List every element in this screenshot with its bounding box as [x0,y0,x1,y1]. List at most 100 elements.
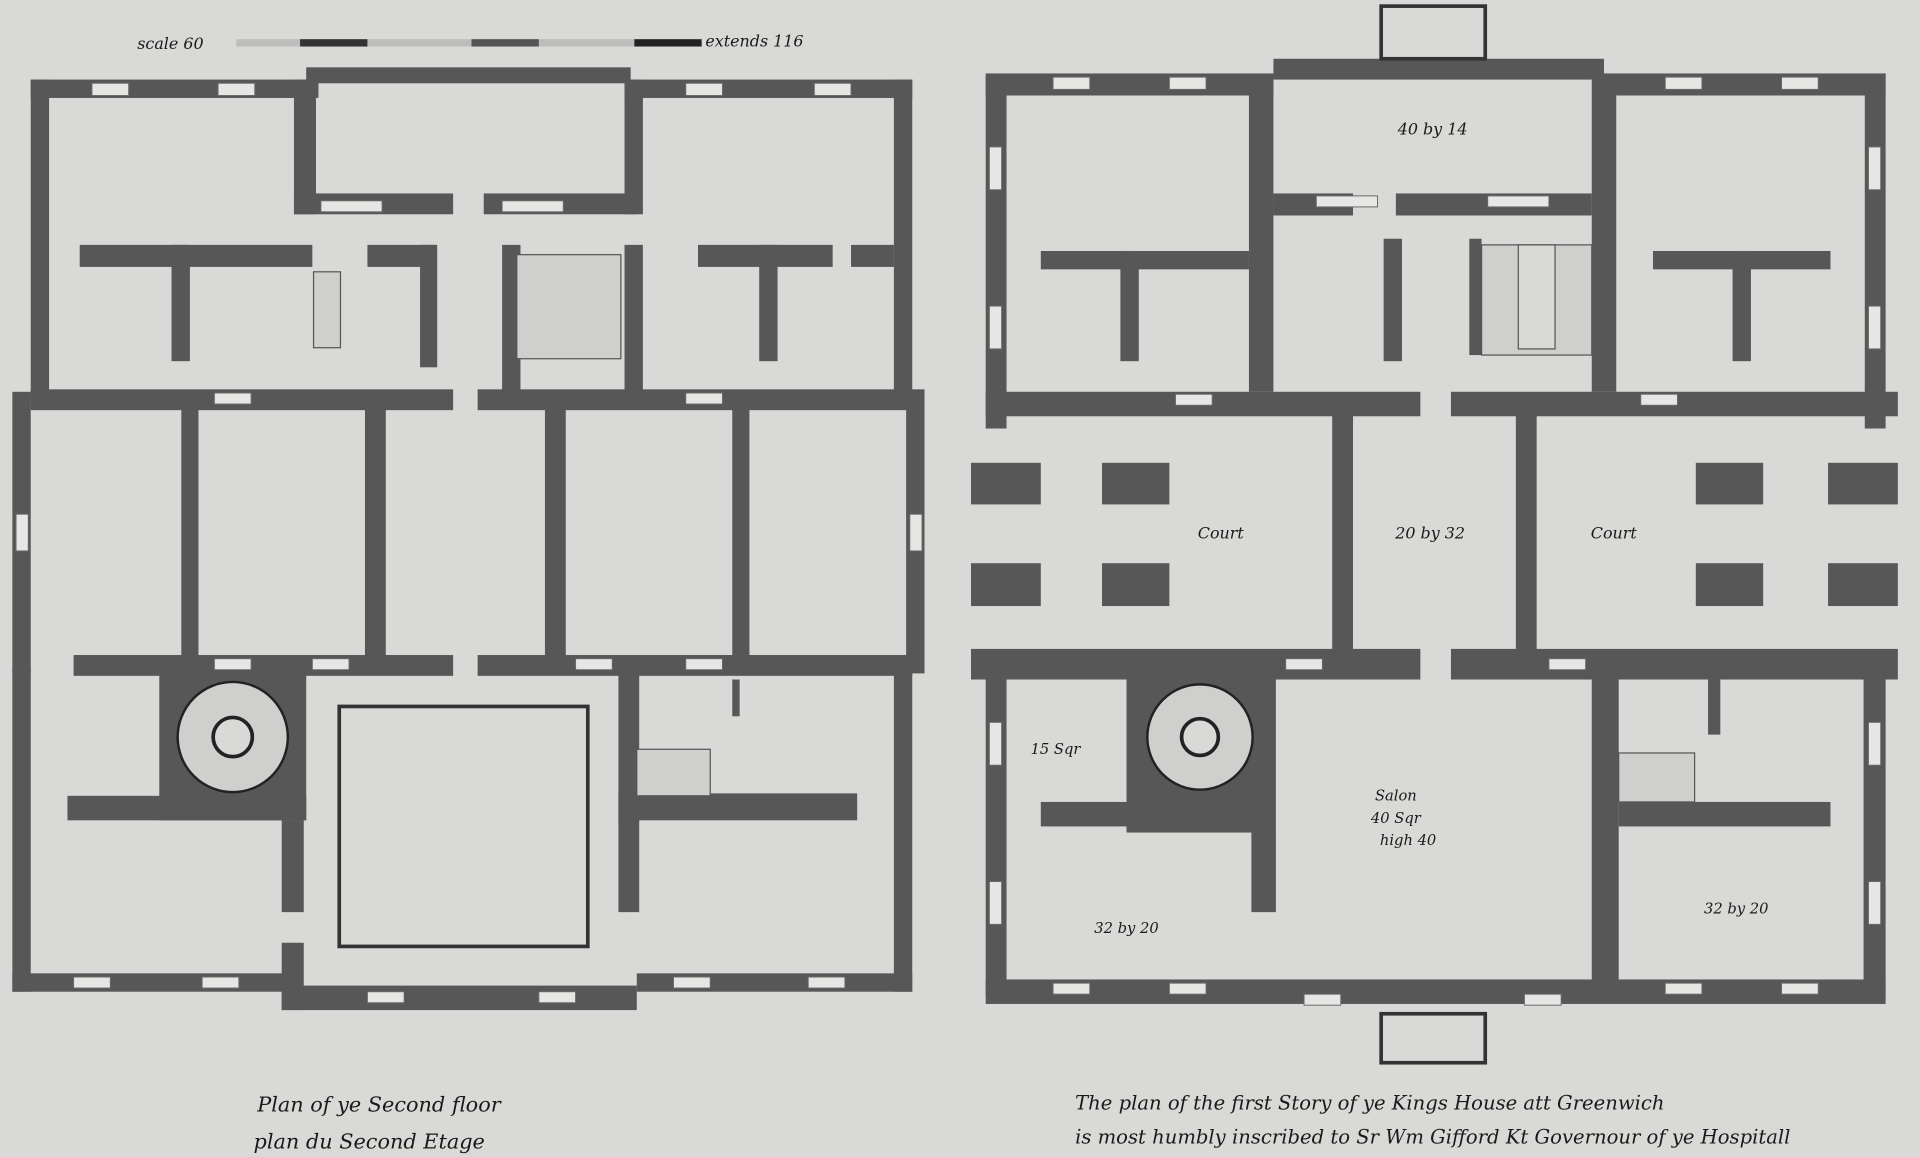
right-plan-walls [971,58,1898,1006]
wall [851,244,894,267]
window [1867,146,1882,191]
window [501,200,564,213]
window [988,721,1003,766]
wall [1120,250,1139,362]
wall [893,79,913,405]
window [909,513,923,552]
wall [171,244,190,362]
window [15,513,29,552]
window [1664,982,1703,995]
scale-bar-track [236,39,635,47]
window [575,658,613,671]
window [91,82,130,96]
room-label: Court [1591,524,1638,543]
window [1052,76,1091,90]
room-label: high 40 [1380,832,1436,849]
window [1867,721,1882,766]
room-label: 20 by 32 [1394,524,1465,543]
wall [364,404,386,668]
inner-courtyard [337,704,590,949]
wall [1591,679,1619,980]
window [311,658,350,671]
wall [306,67,631,84]
window [213,658,252,671]
right-caption-line2: is most humbly inscribed to Sr Wm Giffor… [1075,1126,1790,1149]
scale-bar-segment [300,39,368,47]
wall [732,404,750,668]
window [1548,658,1587,671]
wall [1591,73,1617,392]
top-portico [1379,4,1488,61]
wall [420,244,438,368]
window [685,392,723,405]
window [1168,982,1207,995]
wall [281,942,304,1011]
scale-bar: scale 60 extends 116 [137,32,803,53]
wall [624,79,643,215]
window [673,976,711,989]
window [1052,982,1091,995]
captions: Plan of ye Second floor plan du Second E… [254,1091,1791,1153]
window [685,658,723,671]
wall [1469,238,1482,356]
wall [1828,563,1898,607]
wall [624,79,913,98]
window [538,991,577,1004]
window [1487,195,1550,208]
wall [502,244,521,392]
wall [985,73,1274,96]
room-label: Salon [1375,788,1417,805]
room-label: Court [1198,524,1245,543]
left-caption-line2: plan du Second Etage [254,1129,485,1153]
room-label: 15 Sqr [1031,741,1082,758]
wall [1273,58,1605,80]
wall [1102,563,1170,607]
wall [1695,462,1764,505]
wall [1708,679,1721,735]
left-caption-line1: Plan of ye Second floor [256,1093,501,1117]
window [201,976,240,989]
window [685,82,723,96]
left-plan-details [176,254,711,949]
wall [618,673,640,913]
wall [12,667,31,992]
bottom-portico [1379,1011,1488,1065]
window [1867,881,1882,925]
window [366,991,405,1004]
window [1168,76,1207,90]
window [217,82,256,96]
wall [985,979,1886,1004]
wall [624,244,643,392]
wall [985,667,1007,998]
right-plan-details: 40 by 14 Court 20 by 32 Court 15 Sqr Sal… [1031,4,1768,1065]
window [988,305,1003,350]
window [1315,195,1378,208]
wall [181,404,199,668]
wall [30,79,319,98]
window [988,146,1003,191]
wall [293,79,316,215]
wall [367,244,435,267]
wall [985,73,1007,429]
wall [544,404,566,668]
scale-bar-segment [634,39,702,47]
window [807,976,846,989]
wall [1515,404,1537,656]
wall [759,244,778,362]
scale-bar-segment [471,39,539,47]
wall [79,244,313,267]
window [1664,76,1703,90]
wall [1864,73,1886,429]
wall [1863,667,1886,998]
wall [1040,801,1274,827]
stair-newel [1179,716,1221,758]
wall [1248,73,1274,392]
scale-left-label: scale 60 [137,34,203,53]
wall [281,820,304,913]
window [1303,993,1342,1006]
staircase [636,748,711,797]
window [813,82,852,96]
staircase [312,271,342,349]
wall [618,793,858,821]
